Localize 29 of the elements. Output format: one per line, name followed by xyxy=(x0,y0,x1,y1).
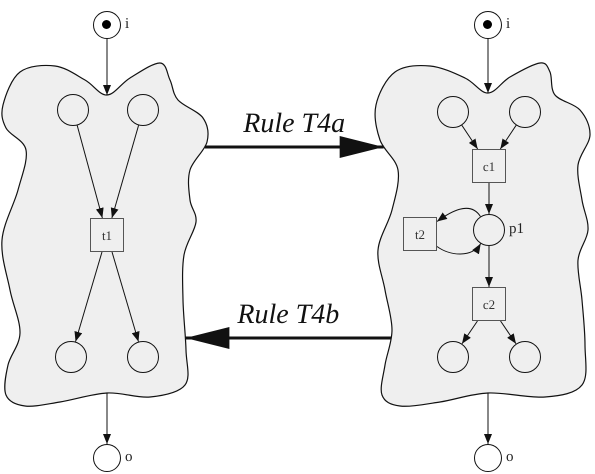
arrow xyxy=(484,392,492,444)
arrow xyxy=(436,208,481,222)
edge-label: Rule T4a xyxy=(243,110,346,138)
place-label: i xyxy=(125,17,130,32)
arrow xyxy=(103,392,111,444)
arrow xyxy=(74,252,102,342)
arrow xyxy=(484,38,492,94)
arrow xyxy=(103,38,111,96)
arrow xyxy=(500,320,516,344)
arrow xyxy=(112,252,140,342)
arrow xyxy=(462,320,478,344)
arrow xyxy=(76,124,104,218)
arrow xyxy=(204,136,384,158)
transition-box: t1 xyxy=(90,218,124,252)
transition-box: c2 xyxy=(472,287,506,321)
arrow xyxy=(485,182,493,214)
arrow xyxy=(500,124,517,150)
arrow xyxy=(110,124,140,218)
arrow xyxy=(485,246,493,288)
arrow xyxy=(185,327,392,349)
arrow xyxy=(436,243,482,255)
place-label: i xyxy=(506,17,510,32)
edge-label: Rule T4b xyxy=(237,301,340,329)
place-label: o xyxy=(506,450,514,465)
place-label: o xyxy=(125,450,132,465)
transition-box: c1 xyxy=(472,149,506,183)
place-label: p1 xyxy=(509,222,524,237)
arrow xyxy=(461,124,478,150)
transition-box: t2 xyxy=(403,217,437,251)
